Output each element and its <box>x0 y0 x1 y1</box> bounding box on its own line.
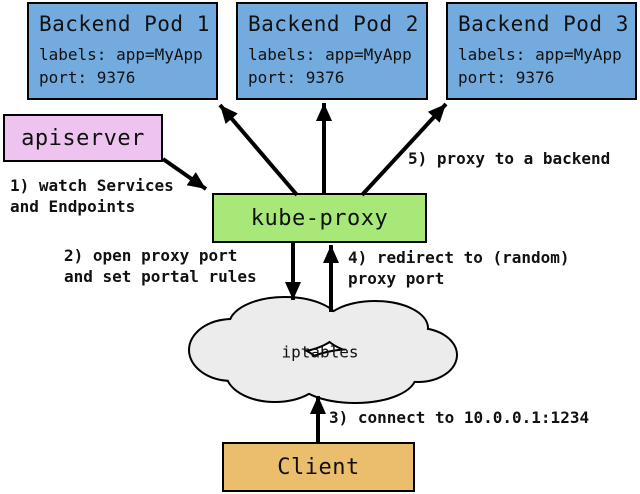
annotation-step2: 2) open proxy port and set portal rules <box>64 246 257 286</box>
apiserver-label: apiserver <box>21 125 145 151</box>
backend-pod-2-box: Backend Pod 2 labels: app=MyApp port: 93… <box>236 2 428 100</box>
arrow-kubeproxy-to-pod1 <box>218 103 299 197</box>
backend-pod-3-box: Backend Pod 3 labels: app=MyApp port: 93… <box>446 2 637 100</box>
iptables-label: iptables <box>281 342 359 362</box>
annotation-step5: 5) proxy to a backend <box>408 149 611 168</box>
annotation-step1: 1) watch Services and Endpoints <box>10 176 174 216</box>
backend-pod-3-port: port: 9376 <box>458 68 555 87</box>
backend-pod-2-title: Backend Pod 2 <box>248 12 419 36</box>
annotation-step4: 4) redirect to (random) proxy port <box>348 248 570 288</box>
backend-pod-3-title: Backend Pod 3 <box>458 12 629 36</box>
backend-pod-1-box: Backend Pod 1 labels: app=MyApp port: 93… <box>27 2 218 100</box>
backend-pod-1-port: port: 9376 <box>39 68 136 87</box>
kube-proxy-box: kube-proxy <box>212 193 427 243</box>
backend-pod-2-labels: labels: app=MyApp <box>248 45 412 64</box>
apiserver-box: apiserver <box>3 114 163 162</box>
annotation-step3: 3) connect to 10.0.0.1:1234 <box>329 408 590 427</box>
backend-pod-2-port: port: 9376 <box>248 68 345 87</box>
backend-pod-3-labels: labels: app=MyApp <box>458 45 622 64</box>
kube-proxy-label: kube-proxy <box>250 205 389 231</box>
client-box: Client <box>222 442 415 492</box>
client-label: Client <box>277 454 360 480</box>
backend-pod-1-labels: labels: app=MyApp <box>39 45 203 64</box>
backend-pod-1-title: Backend Pod 1 <box>39 12 210 36</box>
